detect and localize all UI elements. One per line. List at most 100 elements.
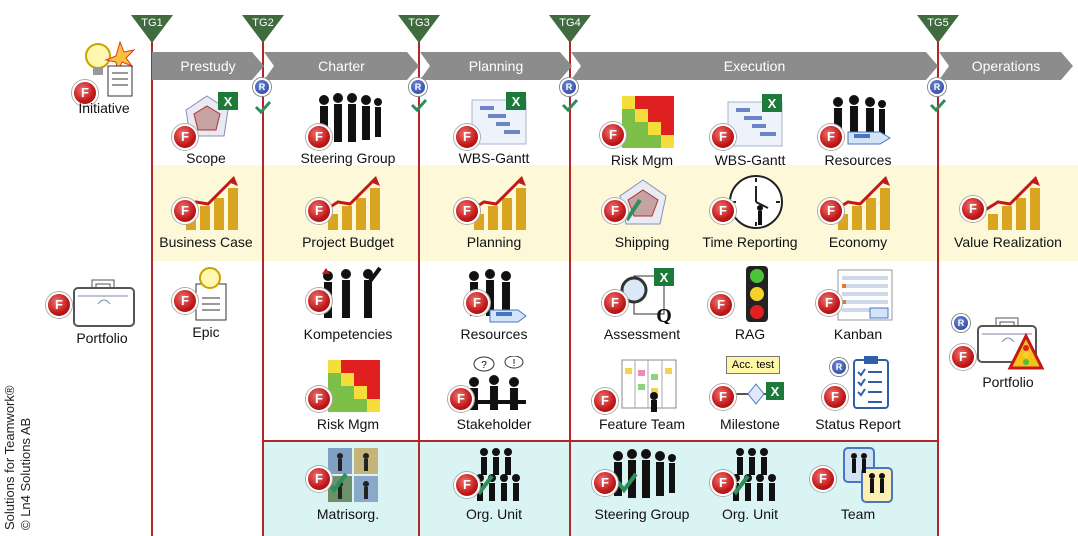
f-badge: F [592, 470, 618, 496]
svg-text:X: X [660, 270, 669, 285]
item-risk-mgm[interactable]: F Risk Mgm [584, 92, 700, 174]
phase-operations[interactable]: Operations [939, 52, 1073, 80]
f-badge: F [710, 198, 736, 224]
tollgate-label: TG1 [141, 17, 163, 29]
kanban-list-icon [837, 269, 893, 321]
item-resources[interactable]: F Resources [800, 92, 916, 174]
item-steering-group[interactable]: F Steering Group [290, 90, 406, 172]
item-scope[interactable]: X F Scope [148, 90, 264, 172]
item-label: Org. Unit [465, 506, 522, 522]
gantt-chart-icon: X [727, 94, 783, 147]
tollgate-marker-tg4[interactable]: TG4 [549, 15, 591, 43]
gate-review-badge[interactable]: R [253, 78, 271, 96]
item-label: WBS-Gantt [714, 152, 786, 168]
f-badge: F [46, 292, 72, 318]
f-badge: F [710, 384, 736, 410]
item-project-budget[interactable]: F Project Budget [290, 174, 406, 256]
r-badge: R [952, 314, 970, 332]
f-badge: F [464, 290, 490, 316]
item-label: Steering Group [300, 150, 396, 166]
item-label: Feature Team [598, 416, 686, 432]
item-team[interactable]: F Team [800, 446, 916, 528]
item-epic[interactable]: F Epic [148, 264, 264, 346]
credit-line-2: © Ln4 Solutions AB [18, 417, 33, 530]
item-planning[interactable]: F Planning [436, 174, 552, 256]
item-status-report[interactable]: R F Status Report [800, 356, 916, 438]
item-stakeholder[interactable]: ? ! F Stakeholder [436, 356, 552, 438]
item-wbs-gantt[interactable]: X F WBS-Gantt [436, 90, 552, 172]
item-shipping[interactable]: F Shipping [584, 174, 700, 256]
gate-review-badge[interactable]: R [409, 78, 427, 96]
item-resources[interactable]: F Resources [436, 266, 552, 348]
item-business-case[interactable]: F Business Case [148, 174, 264, 256]
tollgate-line-5 [937, 36, 939, 536]
item-wbs-gantt[interactable]: X F WBS-Gantt [692, 92, 808, 174]
item-label: Status Report [815, 416, 901, 432]
item-time-reporting[interactable]: F Time Reporting [692, 174, 808, 256]
traffic-light-icon [746, 266, 768, 322]
item-label: Resources [460, 326, 528, 342]
item-portfolio[interactable]: R F Portfolio [950, 314, 1066, 396]
matrix-divider-line [263, 440, 938, 442]
item-risk-mgm[interactable]: F Risk Mgm [290, 356, 406, 438]
gate-review-badge[interactable]: R [928, 78, 946, 96]
item-matrisorg[interactable]: F Matrisorg. [290, 446, 406, 528]
svg-text:?: ? [481, 360, 487, 371]
tollgate-marker-tg1[interactable]: TG1 [131, 15, 173, 43]
svg-text:X: X [768, 96, 777, 111]
item-value-realization[interactable]: F Value Realization [950, 174, 1066, 256]
gate-check-icon [929, 98, 947, 112]
svg-text:X: X [224, 94, 233, 109]
phase-execution[interactable]: Execution [571, 52, 938, 80]
matrix-organisation-icon [326, 448, 378, 502]
item-feature-team[interactable]: F Feature Team [584, 356, 700, 438]
gate-review-badge[interactable]: R [560, 78, 578, 96]
phase-label: Prestudy [180, 58, 236, 74]
checklist-icon [853, 356, 889, 409]
item-steering-group[interactable]: F Steering Group [584, 446, 700, 528]
item-label: WBS-Gantt [458, 150, 530, 166]
phase-planning[interactable]: Planning [420, 52, 572, 80]
milestone-tag: Acc. test [726, 356, 780, 374]
item-org-unit[interactable]: F Org. Unit [436, 446, 552, 528]
f-badge: F [960, 196, 986, 222]
item-label: Epic [192, 324, 220, 340]
item-portfolio[interactable]: F Portfolio [44, 270, 160, 352]
item-kanban[interactable]: F Kanban [800, 266, 916, 348]
f-badge: F [454, 198, 480, 224]
resources-icon [833, 95, 891, 145]
item-initiative[interactable]: F Initiative [46, 40, 162, 122]
item-economy[interactable]: F Economy [800, 174, 916, 256]
lightbulb-document-icon [85, 40, 136, 97]
phase-label: Execution [723, 58, 786, 74]
item-label: Assessment [603, 326, 681, 342]
f-badge: F [172, 288, 198, 314]
tollgate-marker-tg2[interactable]: TG2 [242, 15, 284, 43]
tollgate-label: TG2 [252, 17, 274, 29]
f-badge: F [172, 198, 198, 224]
svg-text:Q: Q [656, 305, 672, 324]
svg-text:X: X [512, 94, 521, 109]
f-badge: F [710, 124, 736, 150]
credit-line-1: Solutions for Teamwork® [2, 385, 17, 530]
item-org-unit[interactable]: F Org. Unit [692, 446, 808, 528]
org-unit-icon [472, 448, 520, 501]
item-label: Portfolio [982, 374, 1034, 390]
item-kompetencies[interactable]: F Kompetencies [290, 266, 406, 348]
tollgate-label: TG5 [927, 17, 949, 29]
tollgate-marker-tg3[interactable]: TG3 [398, 15, 440, 43]
team-icon [843, 447, 893, 503]
item-rag[interactable]: F RAG [692, 266, 808, 348]
item-assessment[interactable]: X Q F Assessment [584, 266, 700, 348]
tollgate-line-4 [569, 36, 571, 536]
item-label: Portfolio [76, 330, 128, 346]
item-milestone[interactable]: Acc. test X F Milestone [692, 356, 808, 438]
f-badge: F [602, 198, 628, 224]
item-label: Shipping [614, 234, 670, 250]
phase-charter[interactable]: Charter [264, 52, 419, 80]
phase-label: Planning [468, 58, 524, 74]
tollgate-label: TG4 [559, 17, 581, 29]
tollgate-marker-tg5[interactable]: TG5 [917, 15, 959, 43]
f-badge: F [818, 124, 844, 150]
phase-prestudy[interactable]: Prestudy [152, 52, 264, 80]
